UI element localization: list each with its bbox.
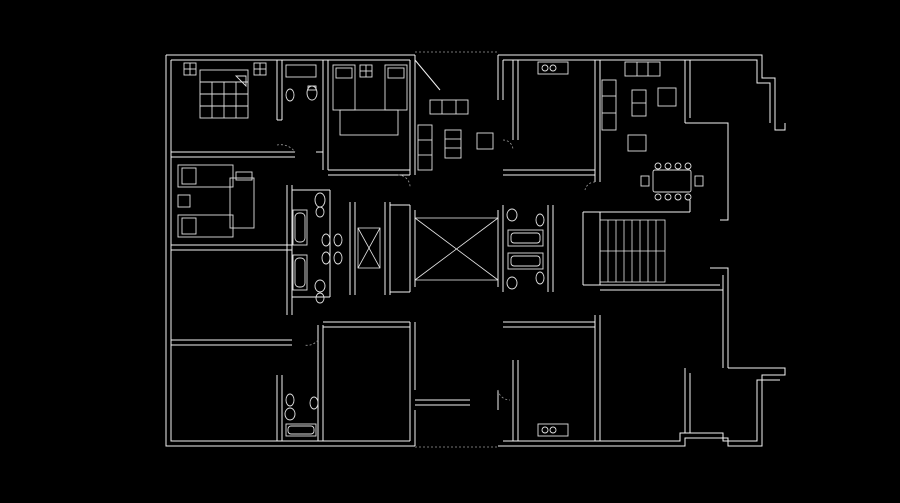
sofa-icon: [417, 99, 494, 171]
door-swings: [276, 139, 596, 401]
bathtub-icon: [292, 209, 308, 291]
bathroom-nw-fixtures: [285, 64, 318, 102]
double-bed-icon: [199, 69, 249, 119]
lift-shaft: [414, 217, 499, 281]
duct-shaft: [357, 227, 381, 269]
stove-icon: [537, 61, 569, 437]
exterior-thin-lines: [415, 51, 498, 448]
dining-table-icon: [640, 162, 704, 201]
toilet-icon: [314, 192, 343, 304]
west-bedroom-beds: [177, 164, 255, 238]
stair-icon: [599, 219, 666, 283]
twin-bed-icon: [332, 64, 408, 136]
living-room-east-furniture: [601, 61, 677, 152]
interior-walls: [171, 55, 723, 446]
bathroom-sw-fixtures: [284, 393, 319, 437]
exterior-walls: [165, 54, 786, 447]
nightstand-icon: [183, 62, 267, 76]
bathroom-east-fixtures: [506, 208, 545, 290]
